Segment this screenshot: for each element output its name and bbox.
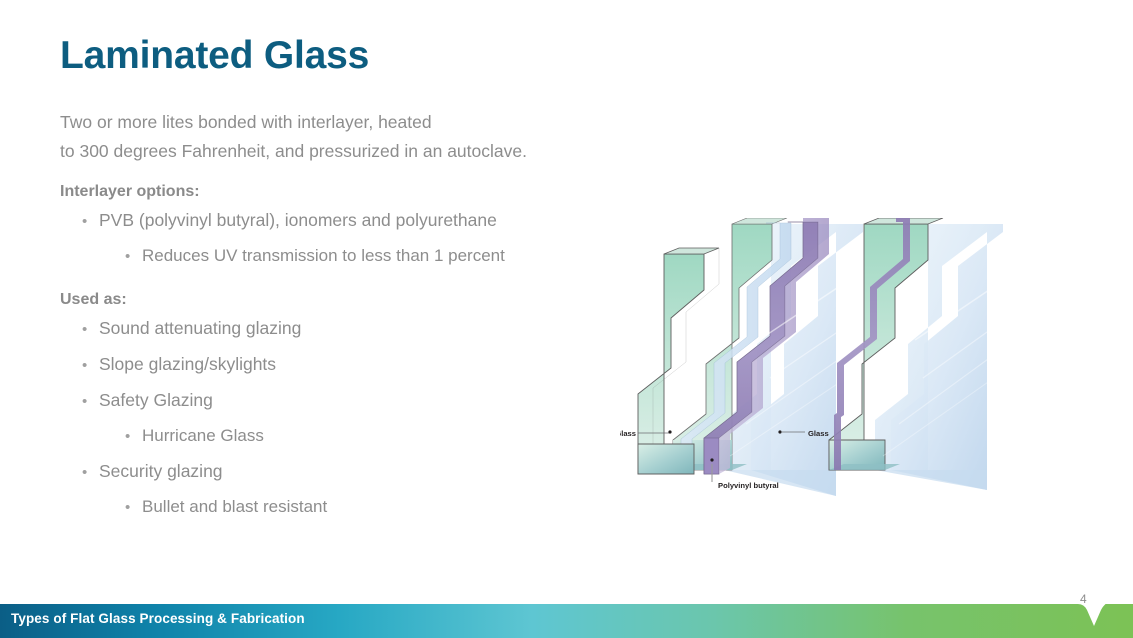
footer-gradient-bar — [0, 604, 1133, 638]
glass-right-leader — [778, 430, 805, 434]
bullet-marker-icon: • — [82, 213, 88, 230]
intro-line-1: Two or more lites bonded with interlayer… — [60, 112, 432, 132]
glass-right-label: Glass — [808, 429, 829, 438]
list-item: • PVB (polyvinyl butyral), ionomers and … — [60, 203, 620, 239]
intro-line-2: to 300 degrees Fahrenheit, and pressuriz… — [60, 141, 527, 161]
body-content: Two or more lites bonded with interlayer… — [60, 108, 620, 525]
bullet-marker-icon: • — [125, 499, 131, 516]
bullet-marker-icon: • — [82, 357, 88, 374]
bullet-marker-icon: • — [82, 321, 88, 338]
footer-title: Types of Flat Glass Processing & Fabrica… — [11, 611, 305, 626]
bullet-marker-icon: • — [82, 464, 88, 481]
exploded-assembly: Glass Polyvinyl butyral Glass — [620, 218, 865, 496]
list-item: • Hurricane Glass — [60, 419, 620, 454]
interlayer-label: Polyvinyl butyral — [718, 481, 779, 490]
page-number: 4 — [1080, 592, 1087, 606]
bullet-marker-icon: • — [125, 248, 131, 265]
list-item-label: PVB (polyvinyl butyral), ionomers and po… — [99, 210, 497, 230]
bullet-marker-icon: • — [82, 393, 88, 410]
slide-footer: Types of Flat Glass Processing & Fabrica… — [0, 586, 1133, 638]
interlayer-leader — [710, 458, 714, 482]
page-title: Laminated Glass — [60, 34, 370, 77]
glass-lite-near — [637, 247, 720, 475]
list-item: • Slope glazing/skylights — [60, 347, 620, 383]
bullet-marker-icon: • — [125, 428, 131, 445]
section-heading-interlayer-options: Interlayer options: — [60, 183, 200, 200]
glass-left-label: Glass — [620, 429, 636, 438]
list-item: • Reduces UV transmission to less than 1… — [60, 239, 620, 274]
list-item-label: Security glazing — [99, 461, 223, 481]
bonded-assembly — [828, 218, 1003, 490]
glass-left-leader — [638, 430, 672, 434]
list-item-label: Hurricane Glass — [142, 426, 264, 445]
list-item-label: Safety Glazing — [99, 390, 213, 410]
footer-notch-shape — [1038, 586, 1133, 626]
section-heading-used-as: Used as: — [60, 291, 127, 308]
list-item-label: Reduces UV transmission to less than 1 p… — [142, 246, 505, 265]
list-item: • Sound attenuating glazing — [60, 311, 620, 347]
list-item: • Security glazing — [60, 454, 620, 490]
list-item-label: Slope glazing/skylights — [99, 354, 277, 374]
list-item: • Safety Glazing — [60, 383, 620, 419]
list-item-label: Bullet and blast resistant — [142, 497, 328, 516]
laminated-glass-diagram: Glass Polyvinyl butyral Glass — [620, 218, 1020, 513]
list-item: • Bullet and blast resistant — [60, 490, 620, 525]
list-item-label: Sound attenuating glazing — [99, 318, 302, 338]
